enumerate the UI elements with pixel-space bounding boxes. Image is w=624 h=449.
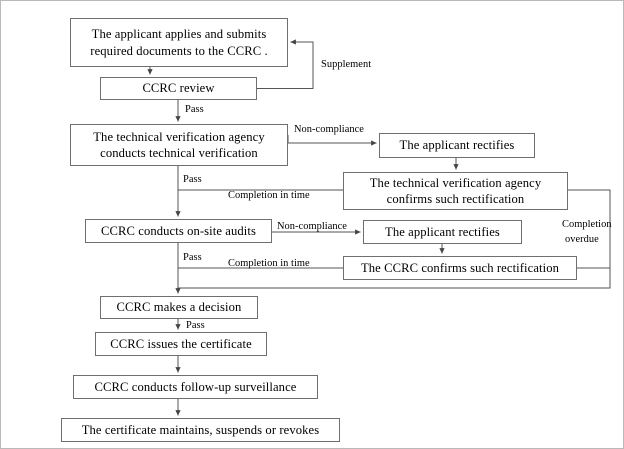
edge-label-completion-in-time-2: Completion in time	[228, 258, 310, 269]
node-ccrc-review[interactable]: CCRC review	[100, 77, 257, 100]
edge-tech-confirms-completion-overdue	[178, 189, 611, 289]
edge-review-to-apply-supplement	[257, 39, 314, 89]
node-onsite-audits[interactable]: CCRC conducts on-site audits	[85, 219, 272, 243]
node-label-line2: conducts technical verification	[100, 146, 258, 160]
edge-label-pass-4: Pass	[186, 320, 205, 331]
edge-label-supplement: Supplement	[321, 59, 372, 70]
edge-label-completion-in-time-1: Completion in time	[228, 190, 310, 201]
node-label: The CCRC confirms such rectification	[360, 260, 560, 275]
node-label: CCRC issues the certificate	[110, 336, 252, 351]
edge-label-pass-1: Pass	[185, 104, 204, 115]
node-followup-surveillance[interactable]: CCRC conducts follow-up surveillance	[73, 375, 318, 399]
node-label-line1: The applicant applies and submits	[91, 27, 267, 42]
edge-label-completion-overdue-line1: Completion	[562, 219, 612, 230]
edge-label-completion-overdue-line2: overdue	[565, 234, 599, 245]
node-ccrc-issues-certificate[interactable]: CCRC issues the certificate	[95, 332, 267, 356]
node-label-line2: required documents to the CCRC .	[90, 43, 268, 58]
node-label: CCRC conducts on-site audits	[101, 223, 256, 238]
node-label: CCRC review	[142, 81, 215, 96]
node-label: CCRC conducts follow-up surveillance	[94, 379, 297, 394]
node-label-line2: confirms such rectification	[386, 192, 525, 206]
node-applicant-rectifies-1[interactable]: The applicant rectifies	[379, 133, 535, 158]
edge-label-pass-2: Pass	[183, 174, 202, 185]
node-label: The applicant rectifies	[399, 138, 515, 153]
node-applicant-applies[interactable]: The applicant applies and submits requir…	[70, 18, 288, 67]
node-certificate-status[interactable]: The certificate maintains, suspends or r…	[61, 418, 340, 442]
node-label-line1: The technical verification agency	[93, 129, 265, 144]
node-technical-verification[interactable]: The technical verification agency conduc…	[70, 124, 288, 166]
node-technical-agency-confirms[interactable]: The technical verification agency confir…	[343, 172, 568, 210]
edge-label-pass-3: Pass	[183, 252, 202, 263]
node-label: CCRC makes a decision	[116, 300, 242, 315]
edge-label-non-compliance-2: Non-compliance	[277, 221, 347, 232]
node-ccrc-confirms-rectification[interactable]: The CCRC confirms such rectification	[343, 256, 577, 280]
node-label: The applicant rectifies	[385, 224, 500, 239]
edge-label-non-compliance-1: Non-compliance	[294, 124, 364, 135]
node-label: The certificate maintains, suspends or r…	[81, 422, 320, 437]
node-label-line1: The technical verification agency	[369, 175, 542, 190]
node-applicant-rectifies-2[interactable]: The applicant rectifies	[363, 220, 522, 244]
node-ccrc-makes-decision[interactable]: CCRC makes a decision	[100, 296, 258, 319]
